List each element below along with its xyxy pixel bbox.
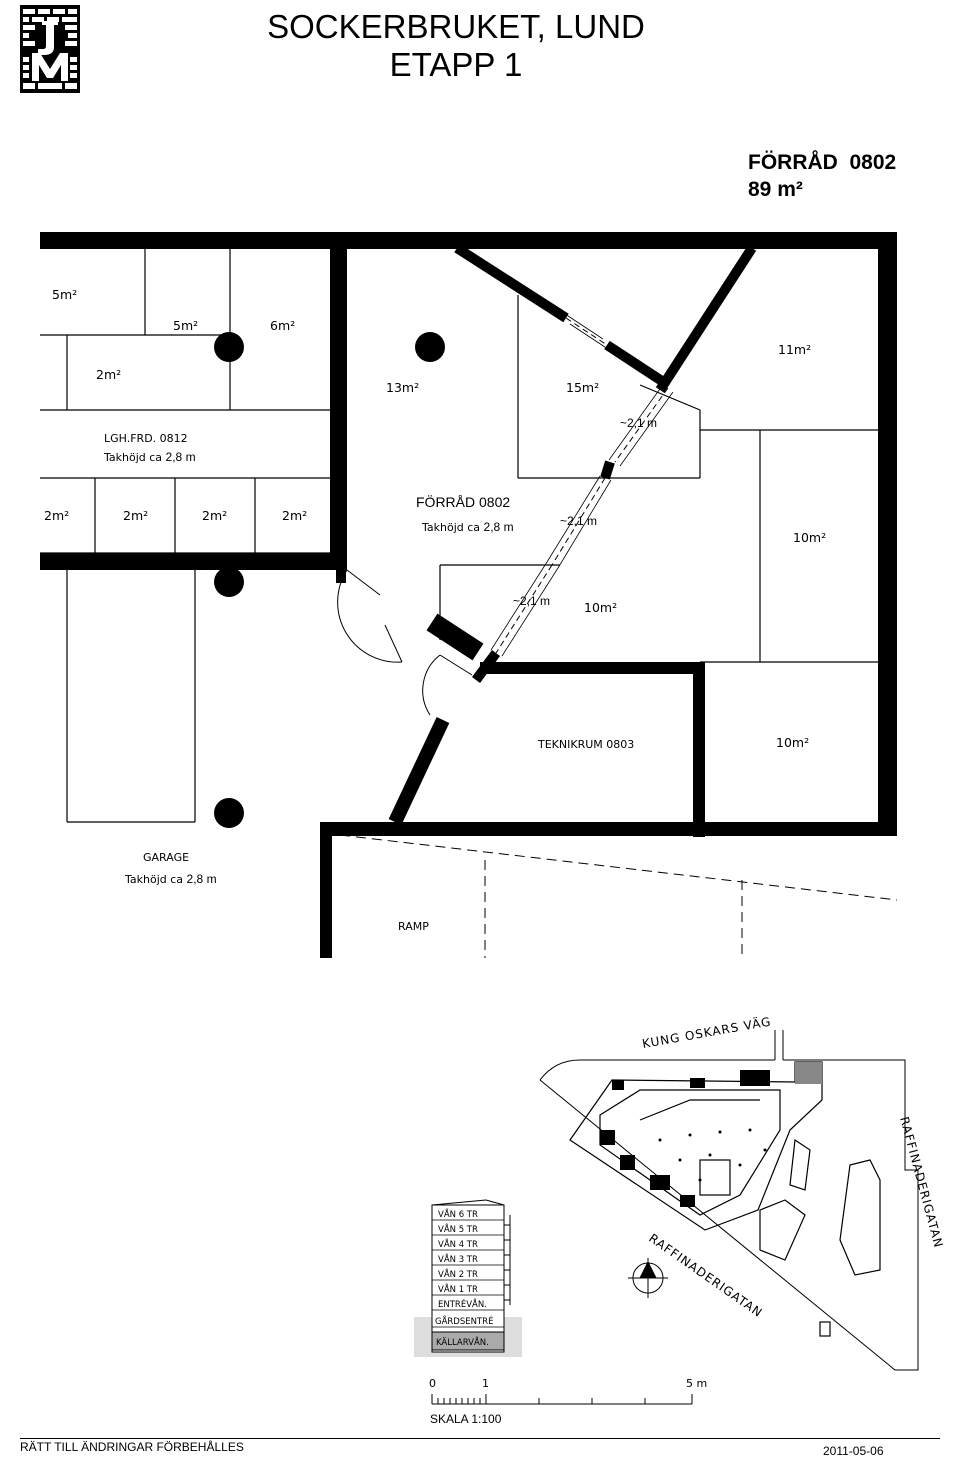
- area-label: 13m²: [386, 380, 420, 395]
- room-label: GARAGE: [143, 851, 190, 864]
- project-title: SOCKERBRUKET, LUND ETAPP 1: [236, 8, 676, 84]
- area-label: 2m²: [123, 508, 149, 523]
- floor-label: VÅN 6 TR: [438, 1208, 478, 1220]
- room-label: LGH.FRD. 0812: [104, 432, 188, 445]
- area-label: 10m²: [793, 530, 827, 545]
- floor-label: GÅRDSENTRÉ: [435, 1315, 493, 1327]
- area-label: 15m²: [566, 380, 600, 395]
- floor-label: VÅN 4 TR: [438, 1238, 478, 1250]
- scale-label: SKALA 1:100: [430, 1412, 502, 1426]
- unit-name: FÖRRÅD 0802: [748, 151, 897, 174]
- room-label: FÖRRÅD 0802: [416, 494, 511, 510]
- area-label: 5m²: [52, 287, 78, 302]
- project-title-line1: SOCKERBRUKET, LUND: [267, 8, 645, 45]
- room-label: RAMP: [398, 920, 429, 933]
- area-label: 5m²: [173, 318, 199, 333]
- floor-label: VÅN 2 TR: [438, 1268, 478, 1280]
- floor-label: VÅN 1 TR: [438, 1283, 478, 1295]
- project-title-line2: ETAPP 1: [389, 46, 523, 83]
- area-label: 10m²: [776, 735, 810, 750]
- footer-rule: [20, 1438, 940, 1439]
- height-label: ~2,1 m: [560, 514, 598, 528]
- floor-label: ENTRÉVÅN.: [438, 1298, 487, 1310]
- room-label: TEKNIKRUM 0803: [538, 738, 635, 751]
- date-label: 2011-05-06: [823, 1444, 884, 1458]
- ceiling-height-label: Takhöjd ca 2,8 m: [422, 520, 514, 534]
- logo-icon: [20, 5, 80, 93]
- area-label: 2m²: [202, 508, 228, 523]
- area-label: 10m²: [584, 600, 618, 615]
- area-label: 2m²: [282, 508, 308, 523]
- scale-tick-label: 0: [429, 1377, 436, 1390]
- scale-tick-label: 1: [482, 1377, 489, 1390]
- north-arrow-icon: [628, 1258, 668, 1298]
- ceiling-height-label: Takhöjd ca 2,8 m: [125, 872, 217, 886]
- floor-label: KÄLLARVÅN.: [436, 1336, 489, 1348]
- height-label: ~2,1 m: [513, 594, 551, 608]
- ceiling-height-label: Takhöjd ca 2,8 m: [104, 450, 196, 464]
- scale-tick-label: 5 m: [686, 1377, 707, 1390]
- area-label: 6m²: [270, 318, 296, 333]
- floor-label: VÅN 5 TR: [438, 1223, 478, 1235]
- unit-area: 89 m²: [748, 178, 803, 201]
- scale-bar: 0 1 5 m: [429, 1377, 707, 1405]
- area-label: 2m²: [44, 508, 70, 523]
- area-label: 2m²: [96, 367, 122, 382]
- floor-plan: [40, 232, 898, 958]
- disclaimer: RÄTT TILL ÄNDRINGAR FÖRBEHÅLLES: [20, 1440, 244, 1454]
- height-label: ~2,1 m: [620, 416, 658, 430]
- area-label: 11m²: [778, 342, 812, 357]
- street-label: RAFFINADERIGATAN: [646, 1231, 765, 1320]
- street-label: KUNG OSKARS VÄG: [641, 1013, 772, 1050]
- street-label: RAFFINADERIGATAN: [897, 1115, 946, 1249]
- section-diagram: VÅN 6 TR VÅN 5 TR VÅN 4 TR VÅN 3 TR VÅN …: [414, 1199, 522, 1357]
- logo: [20, 5, 80, 93]
- floor-label: VÅN 3 TR: [438, 1253, 478, 1265]
